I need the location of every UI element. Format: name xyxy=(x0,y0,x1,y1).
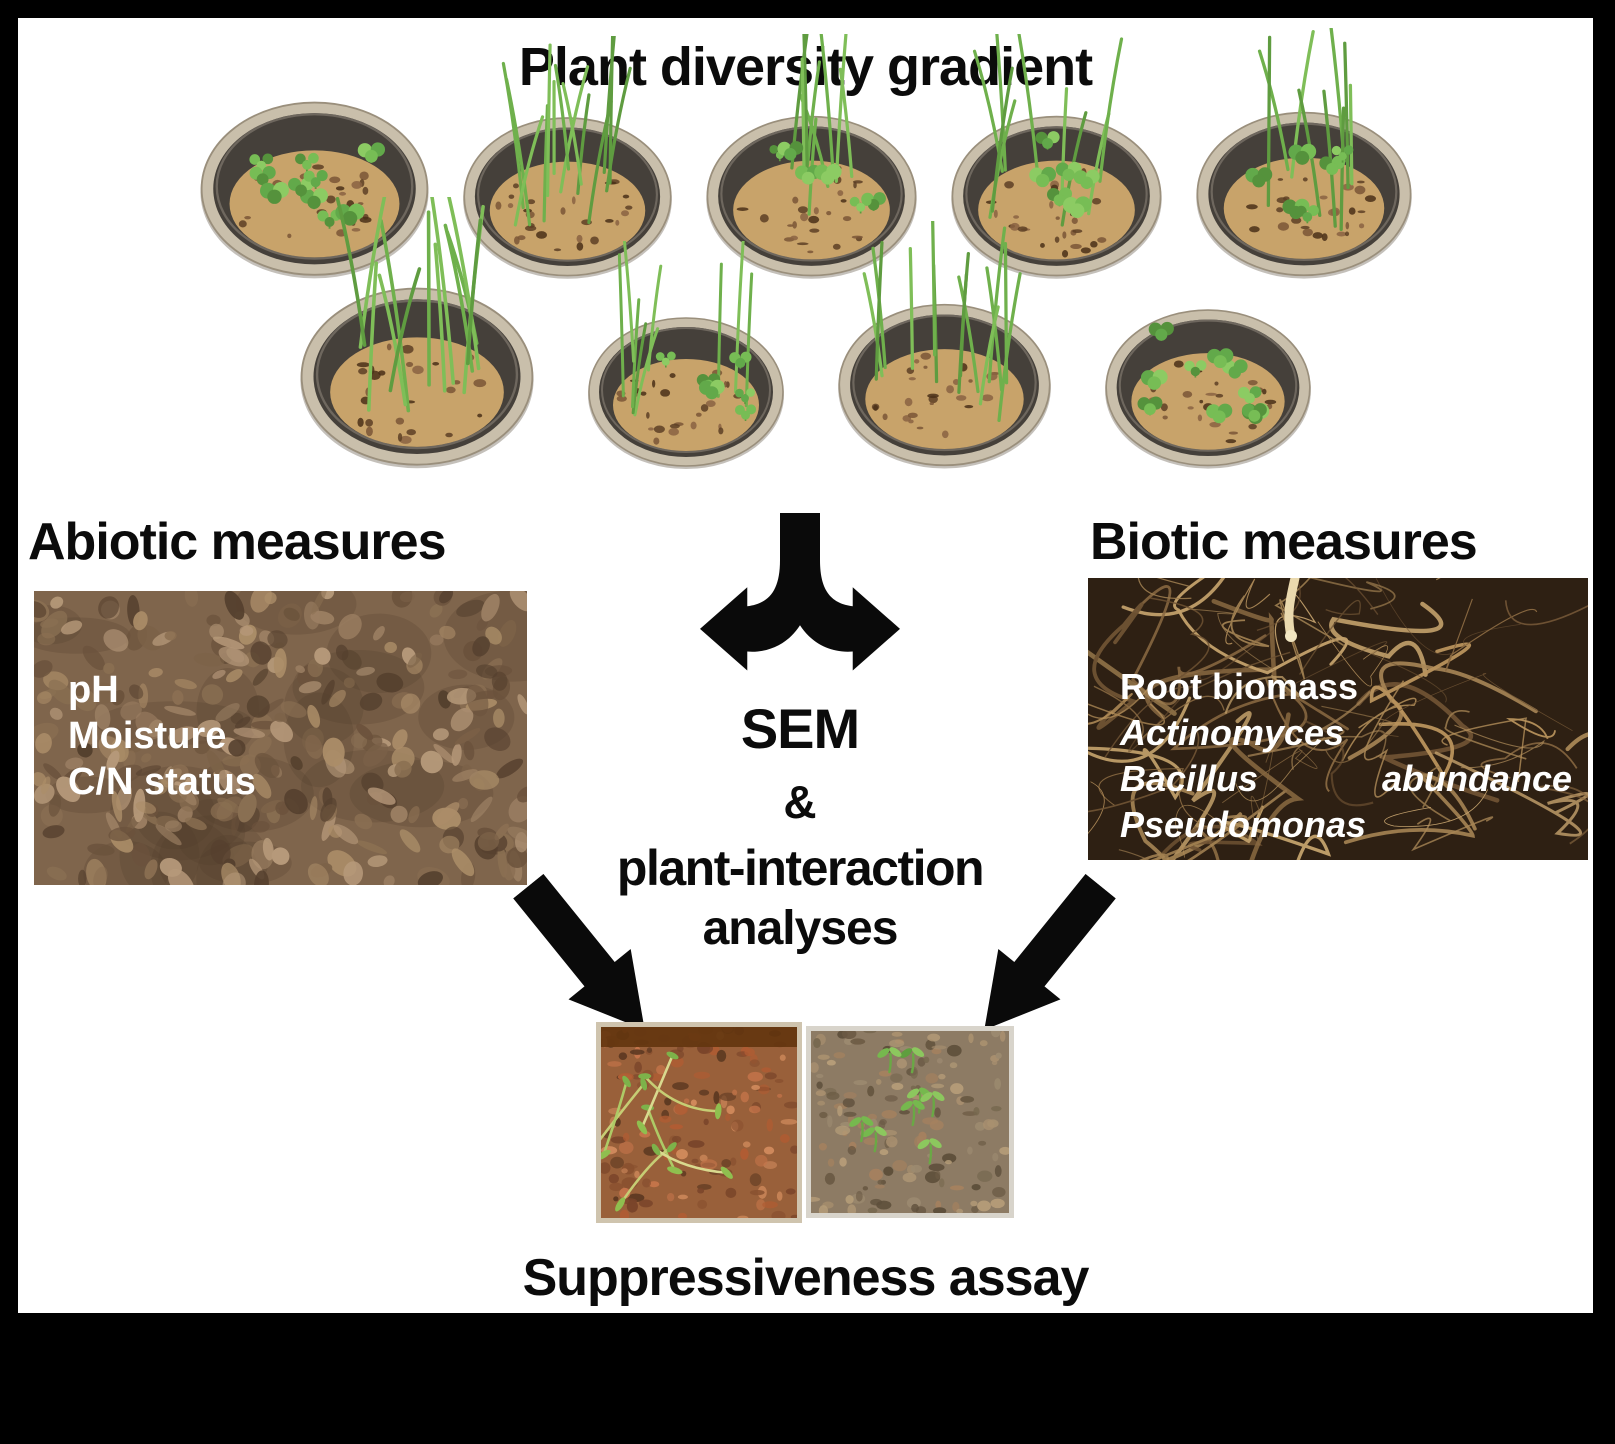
suppressiveness-label: Suppressiveness assay xyxy=(522,1249,1090,1307)
pot-row-1 xyxy=(18,13,1593,283)
plant-pot-8 xyxy=(838,221,1051,469)
plant-pot-9 xyxy=(1105,309,1311,469)
biotic-item-bacillus-abundance: Bacillus abundance xyxy=(1120,756,1572,802)
soil-photo: pH Moisture C/N status xyxy=(34,591,527,885)
abiotic-item-moisture: Moisture xyxy=(68,715,227,757)
analyses-label: analyses xyxy=(702,902,899,955)
conducive-tray xyxy=(596,1022,802,1223)
plant-pot-2 xyxy=(462,36,672,279)
plant-pot-6 xyxy=(300,197,534,469)
biotic-item-actinomyces: Actinomyces xyxy=(1120,712,1345,753)
center-analysis-column: SEM & plant-interaction analyses xyxy=(580,513,1020,956)
suppressiveness-photo xyxy=(596,1022,1026,1227)
biotic-item-pseudomonas: Pseudomonas xyxy=(1120,804,1367,845)
pot-row-2 xyxy=(18,197,1593,473)
plant-pot-1 xyxy=(199,101,429,279)
plant-pot-3 xyxy=(705,34,917,279)
soil-texture xyxy=(34,591,527,885)
diagonal-arrow-left-icon xyxy=(513,873,645,1030)
sem-label: SEM xyxy=(740,697,860,760)
split-arrow-icon xyxy=(700,513,900,671)
ampersand-label: & xyxy=(783,776,817,828)
biotic-item-root-biomass: Root biomass xyxy=(1120,666,1359,707)
plant-pot-4 xyxy=(950,34,1162,279)
root-texture xyxy=(1088,578,1588,860)
suppressive-tray-texture xyxy=(811,1031,1009,1213)
abiotic-item-ph: pH xyxy=(68,669,119,711)
biotic-item-abundance: abundance xyxy=(1381,758,1572,799)
plant-pot-5 xyxy=(1195,28,1412,279)
suppressive-tray xyxy=(806,1026,1014,1218)
abiotic-item-cn: C/N status xyxy=(68,761,256,803)
plant-pot-7 xyxy=(588,241,784,469)
biotic-item-bacillus: Bacillus xyxy=(1120,758,1259,799)
biotic-items: Root biomass Actinomyces Bacillus abunda… xyxy=(1088,578,1588,860)
abiotic-heading: Abiotic measures xyxy=(28,513,446,571)
plant-interaction-label: plant-interaction xyxy=(616,840,985,896)
conducive-tray-texture xyxy=(601,1027,797,1218)
figure-content: Plant diversity gradient Abiotic measure… xyxy=(18,18,1593,1313)
abiotic-items: pH Moisture C/N status xyxy=(34,591,527,885)
biotic-heading: Biotic measures xyxy=(1090,513,1478,571)
diagonal-arrow-right-icon xyxy=(984,873,1116,1030)
root-photo: Root biomass Actinomyces Bacillus abunda… xyxy=(1088,578,1588,860)
